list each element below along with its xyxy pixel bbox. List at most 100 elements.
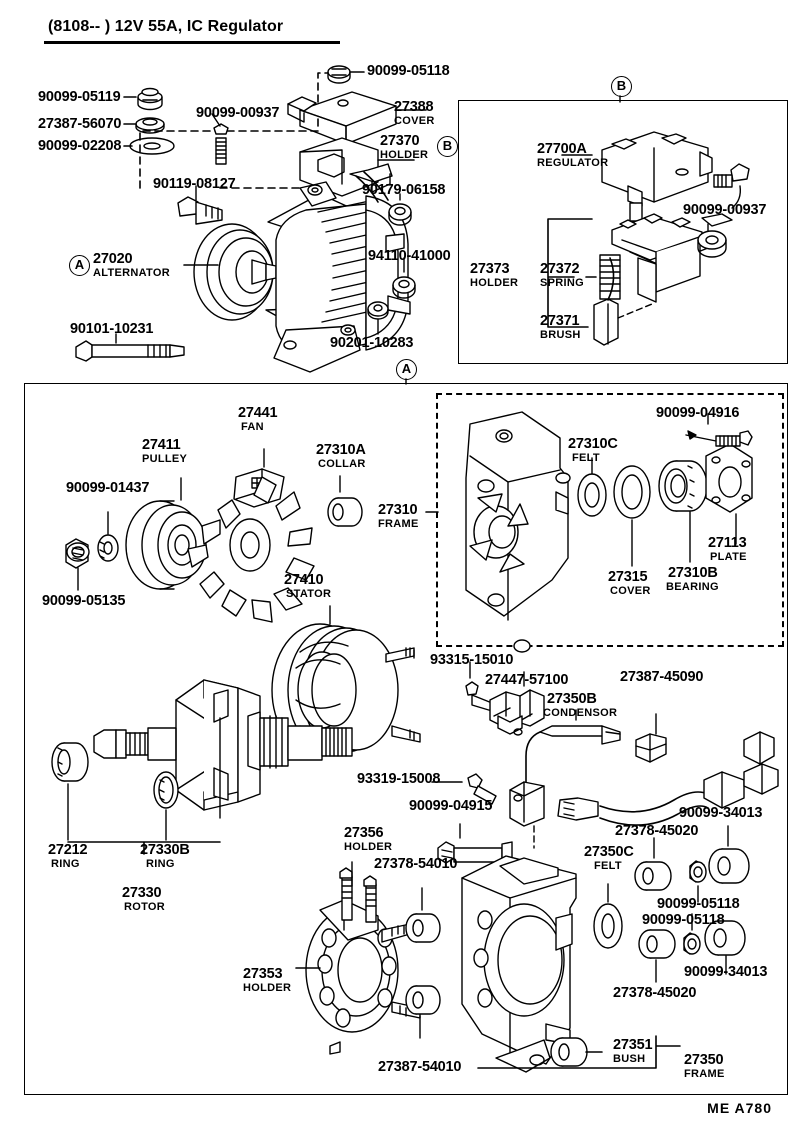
bolt-90101-10231 bbox=[75, 340, 185, 362]
part-27350-rear-frame bbox=[461, 855, 577, 1073]
washer-90201-10283 bbox=[367, 301, 389, 320]
label-27310A: 27310A bbox=[316, 442, 366, 458]
label-27330-sub: ROTOR bbox=[124, 901, 166, 913]
part-27441-fan bbox=[187, 468, 315, 623]
part-27353-holder bbox=[305, 867, 421, 1055]
label-27372-sub: SPRING bbox=[540, 277, 584, 289]
part-27020-alternator bbox=[193, 171, 411, 373]
label-27212: 27212 bbox=[48, 842, 88, 858]
label-27350C-sub: FELT bbox=[594, 860, 622, 872]
label-27441-sub: FAN bbox=[241, 421, 264, 433]
nut-90099-05118-lower bbox=[683, 932, 701, 955]
label-27310A-sub: COLLAR bbox=[318, 458, 366, 470]
label-90119-08127: 90119-08127 bbox=[153, 176, 236, 192]
part-27310-frame-body bbox=[465, 411, 571, 653]
part-27387-54010 bbox=[405, 985, 441, 1015]
part-27351-bush bbox=[550, 1037, 588, 1067]
bolt-90119-08127 bbox=[177, 196, 223, 225]
label-90099-04915: 90099-04915 bbox=[409, 798, 493, 814]
part-27373-brush-holder-assembly bbox=[611, 202, 733, 303]
label-27310B: 27310B bbox=[668, 565, 718, 581]
label-90099-00937-top: 90099-00937 bbox=[196, 105, 280, 121]
label-27378-45020-lower: 27378-45020 bbox=[613, 985, 697, 1001]
part-27330B-ring bbox=[153, 771, 179, 809]
label-27113-sub: PLATE bbox=[710, 551, 747, 563]
label-27350C: 27350C bbox=[584, 844, 634, 860]
marker-B-assembly: B bbox=[437, 136, 458, 157]
label-27411-sub: PULLEY bbox=[142, 453, 188, 465]
label-27353-sub: HOLDER bbox=[243, 982, 292, 994]
label-27350B-sub: CONDENSOR bbox=[543, 707, 618, 719]
label-27373-sub: HOLDER bbox=[470, 277, 519, 289]
label-90099-00937-regulator: 90099-00937 bbox=[683, 202, 767, 218]
part-27350B-condensor bbox=[509, 725, 621, 827]
label-27310: 27310 bbox=[378, 502, 418, 518]
screw-93319-15008 bbox=[467, 773, 497, 805]
part-27447-57100 bbox=[489, 689, 545, 736]
label-27310B-sub: BEARING bbox=[666, 581, 719, 593]
label-90099-04916: 90099-04916 bbox=[656, 405, 740, 421]
nut-90099-05118-top bbox=[327, 65, 351, 84]
label-90099-05118-lower: 90099-05118 bbox=[642, 912, 725, 928]
washer-27387-56070 bbox=[135, 117, 165, 134]
label-90179-06158: 90179-06158 bbox=[362, 182, 446, 198]
label-27353: 27353 bbox=[243, 966, 283, 982]
part-27411-pulley bbox=[125, 500, 207, 590]
part-27371-brush bbox=[593, 257, 619, 346]
nut-90099-05118-upper bbox=[689, 860, 707, 883]
part-27700A-regulator bbox=[601, 131, 713, 207]
label-27387-54010: 27387-54010 bbox=[378, 1059, 462, 1075]
label-27410: 27410 bbox=[284, 572, 324, 588]
nut-90179-06158 bbox=[388, 203, 412, 226]
part-27378-45020-lower bbox=[638, 929, 676, 959]
label-27310C: 27310C bbox=[568, 436, 618, 452]
title-underline bbox=[44, 41, 340, 44]
label-27356: 27356 bbox=[344, 825, 384, 841]
screw-90099-04916 bbox=[715, 430, 753, 447]
bolt-90099-04915 bbox=[437, 841, 513, 865]
label-27378-45020-upper: 27378-45020 bbox=[615, 823, 699, 839]
label-27356-sub: HOLDER bbox=[344, 841, 393, 853]
label-27330: 27330 bbox=[122, 885, 162, 901]
label-27387-45090: 27387-45090 bbox=[620, 669, 704, 685]
screw-93315-15010 bbox=[465, 681, 493, 712]
label-27310-sub: FRAME bbox=[378, 518, 419, 530]
bolt-90099-00937-regulator bbox=[713, 163, 750, 188]
label-90099-34013-lower: 90099-34013 bbox=[684, 964, 768, 980]
part-27113-plate bbox=[705, 443, 753, 513]
part-27315-cover bbox=[613, 465, 651, 519]
marker-B-inset-top: B bbox=[611, 76, 632, 97]
label-90099-05135: 90099-05135 bbox=[42, 593, 126, 609]
label-27310C-sub: FELT bbox=[572, 452, 600, 464]
part-27350C-felt bbox=[593, 903, 623, 949]
label-27315-sub: COVER bbox=[610, 585, 651, 597]
label-27330B: 27330B bbox=[140, 842, 190, 858]
label-27350B: 27350B bbox=[547, 691, 597, 707]
label-27113: 27113 bbox=[708, 535, 747, 551]
part-27378-45020-upper bbox=[634, 861, 672, 891]
label-27447-57100: 27447-57100 bbox=[485, 672, 569, 688]
label-94110-41000: 94110-41000 bbox=[368, 248, 451, 264]
label-27370-sub: HOLDER bbox=[380, 149, 429, 161]
marker-A-lower: A bbox=[396, 359, 417, 380]
marker-A-alternator: A bbox=[69, 255, 90, 276]
label-27371: 27371 bbox=[540, 313, 580, 329]
washer-90099-01437 bbox=[97, 534, 119, 562]
label-27441: 27441 bbox=[238, 405, 278, 421]
label-90099-05118-top: 90099-05118 bbox=[367, 63, 450, 79]
part-27410-stator bbox=[271, 623, 421, 757]
label-27350-sub: FRAME bbox=[684, 1068, 725, 1080]
part-27372-spring bbox=[599, 254, 621, 300]
label-27350: 27350 bbox=[684, 1052, 724, 1068]
nut-90099-05135 bbox=[65, 538, 90, 569]
part-27370-holder bbox=[299, 137, 393, 197]
label-27387-56070: 27387-56070 bbox=[38, 116, 122, 132]
part-27378-54010 bbox=[405, 913, 441, 943]
label-90101-10231: 90101-10231 bbox=[70, 321, 154, 337]
page-title: (8108-- ) 12V 55A, IC Regulator bbox=[48, 18, 284, 35]
label-27212-sub: RING bbox=[51, 858, 80, 870]
bolt-90099-00937-top bbox=[213, 123, 229, 165]
label-27351: 27351 bbox=[613, 1037, 653, 1053]
